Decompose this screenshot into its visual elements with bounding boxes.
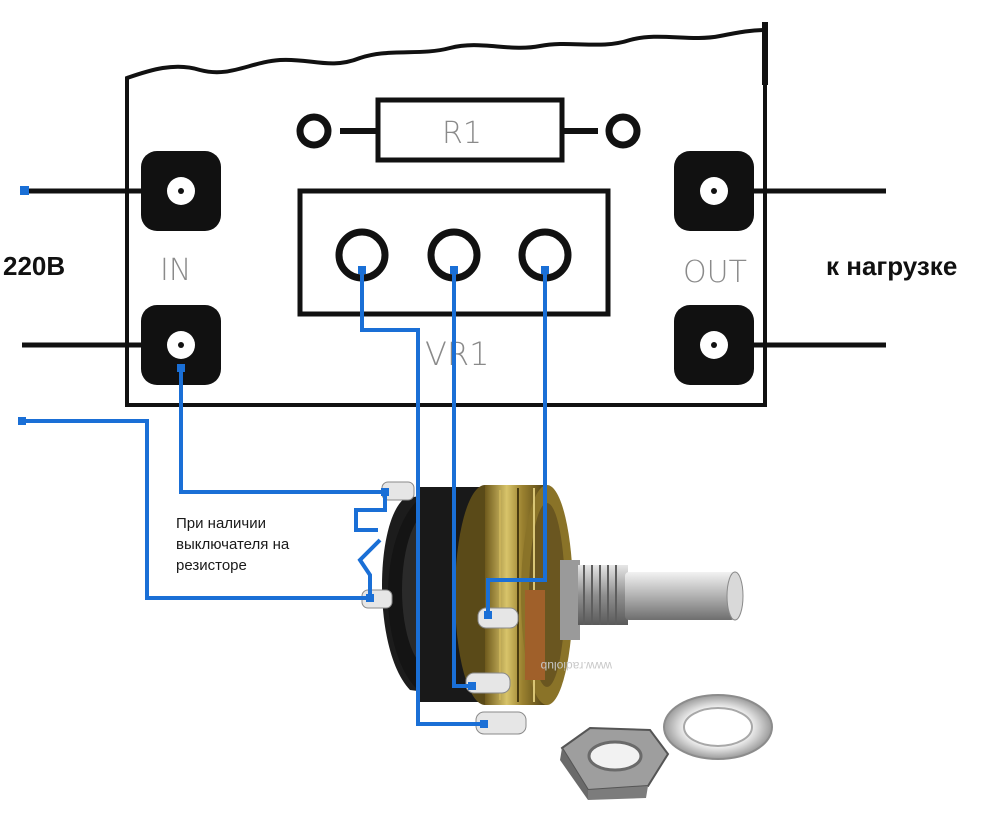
r1-pad-right bbox=[605, 113, 641, 149]
in-label: IN bbox=[160, 253, 191, 288]
switch-note: При наличии выключателя на резисторе bbox=[176, 515, 290, 574]
wire-mains-to-switch bbox=[22, 419, 370, 600]
r1-label: R1 bbox=[442, 116, 482, 151]
out-label: OUT bbox=[683, 255, 747, 290]
washer bbox=[663, 694, 773, 760]
potentiometer-footprint: VR1 bbox=[297, 188, 611, 373]
watermark: www.radiolub bbox=[540, 659, 613, 673]
terminals: IN OUT bbox=[141, 151, 754, 385]
vr1-label: VR1 bbox=[425, 335, 489, 373]
voltage-label: 220В bbox=[3, 251, 65, 281]
potentiometer-component: www.radiolub bbox=[361, 481, 744, 735]
wire-in-to-switch bbox=[179, 368, 385, 494]
pot-lug-2 bbox=[465, 672, 511, 694]
r1-body bbox=[375, 97, 565, 163]
wire-junction-markers bbox=[18, 266, 549, 728]
pot-bushing-base bbox=[560, 560, 580, 640]
wire-vr1-pad3 bbox=[486, 270, 547, 615]
resistor-r1: R1 bbox=[296, 97, 641, 163]
switch-note-line-1: При наличии bbox=[176, 515, 266, 532]
wire-vr1-pad2 bbox=[452, 270, 472, 688]
blue-wiring bbox=[22, 270, 547, 726]
pot-shaft bbox=[625, 572, 735, 620]
switch-contact-bottom bbox=[357, 538, 382, 598]
load-label: к нагрузке bbox=[826, 251, 957, 281]
wire-vr1-pad1 bbox=[360, 270, 484, 726]
hex-nut bbox=[560, 726, 670, 800]
pot-threaded-bushing bbox=[578, 565, 628, 625]
r1-pad-left bbox=[296, 113, 332, 149]
switch-contact-top bbox=[354, 492, 387, 532]
switch-note-line-3: резисторе bbox=[176, 557, 247, 574]
wire-end-marker bbox=[20, 186, 29, 195]
external-wires bbox=[22, 188, 886, 348]
switch-note-line-2: выключателя на bbox=[176, 536, 290, 553]
